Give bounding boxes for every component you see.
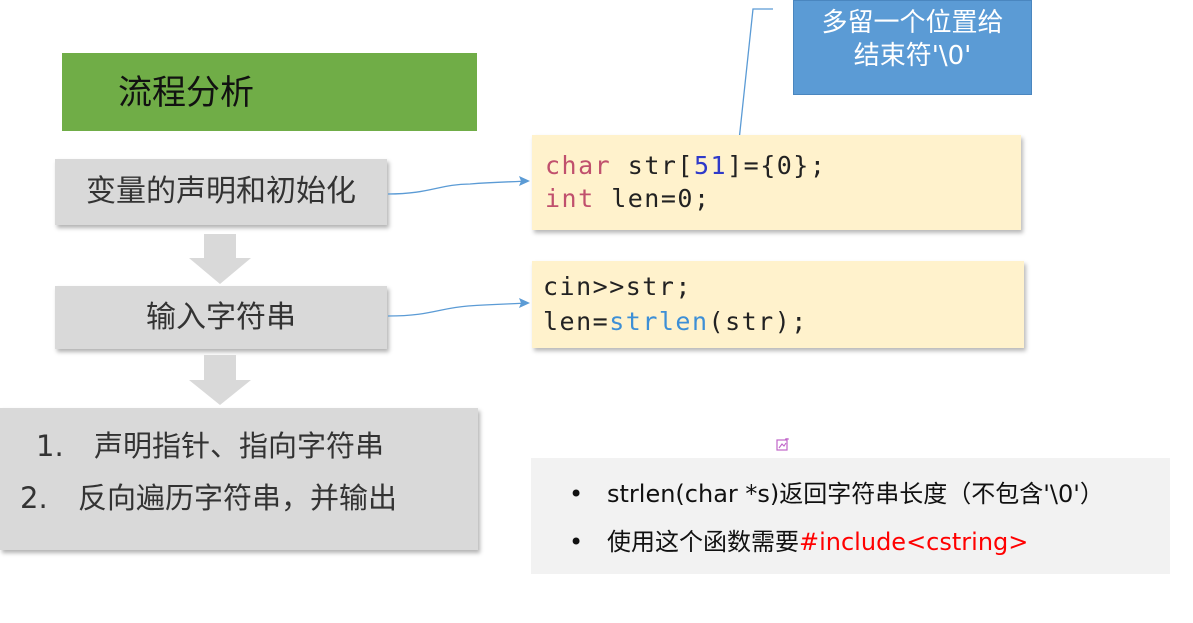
code-number: 51	[693, 151, 728, 180]
list-number: 1.	[36, 429, 64, 463]
callout-line: 多留一个位置给	[821, 8, 1004, 38]
down-arrow-icon	[189, 355, 251, 405]
callout-leader-line	[737, 8, 773, 151]
connector-line	[387, 180, 529, 195]
step-input-string: 输入字符串	[55, 286, 387, 349]
code-text: len=0;	[594, 184, 711, 213]
info-panel: • strlen(char *s)返回字符串长度（不包含'\0'） • 使用这个函数…	[531, 458, 1170, 574]
code-line: cin>>str;	[543, 272, 692, 301]
code-function: strlen	[609, 307, 709, 336]
page-title: 流程分析	[118, 73, 254, 113]
list-text: 声明指针、指向字符串	[94, 429, 385, 463]
callout-note: 多留一个位置给 结束符'\0'	[793, 0, 1032, 95]
bullet: •	[569, 528, 584, 556]
list-text: 反向遍历字符串，并输出	[78, 481, 398, 515]
bullet: •	[569, 480, 584, 508]
list-number: 2.	[20, 481, 48, 515]
connector-line	[387, 302, 529, 317]
include-directive: #include<cstring>	[799, 528, 1029, 556]
code-block-declare: char str[51]={0}; int len=0;	[532, 135, 1021, 230]
code-block-input: cin>>str; len=strlen(str);	[532, 261, 1024, 348]
code-text: (str);	[708, 307, 808, 336]
code-line: char str[51]={0};	[545, 149, 826, 182]
callout-line: 结束符'\0'	[853, 41, 972, 71]
step-label: 变量的声明和初始化	[86, 174, 356, 209]
code-text: str[	[611, 151, 694, 180]
step-label: 输入字符串	[146, 300, 296, 335]
list-item: • strlen(char *s)返回字符串长度（不包含'\0'）	[569, 478, 1104, 510]
step-declare-init: 变量的声明和初始化	[55, 159, 387, 225]
list-item: • 使用这个函数需要#include<cstring>	[569, 526, 1028, 558]
info-text: strlen(char *s)返回字符串长度（不包含'\0'）	[607, 480, 1104, 508]
code-line: int len=0;	[545, 182, 711, 215]
arrow-head-icon	[519, 176, 530, 186]
code-line: len=strlen(str);	[543, 305, 808, 338]
info-text: 使用这个函数需要	[607, 528, 799, 556]
code-text: len=	[543, 307, 610, 336]
down-arrow-icon	[189, 234, 251, 284]
step-pointer-reverse: 1. 声明指针、指向字符串 2. 反向遍历字符串，并输出	[0, 408, 478, 550]
arrow-head-icon	[519, 298, 530, 308]
code-text: ]={0};	[727, 151, 827, 180]
code-keyword: int	[545, 184, 595, 213]
code-keyword: char	[545, 151, 612, 180]
edit-icon[interactable]	[776, 437, 790, 451]
title-banner	[62, 53, 477, 131]
